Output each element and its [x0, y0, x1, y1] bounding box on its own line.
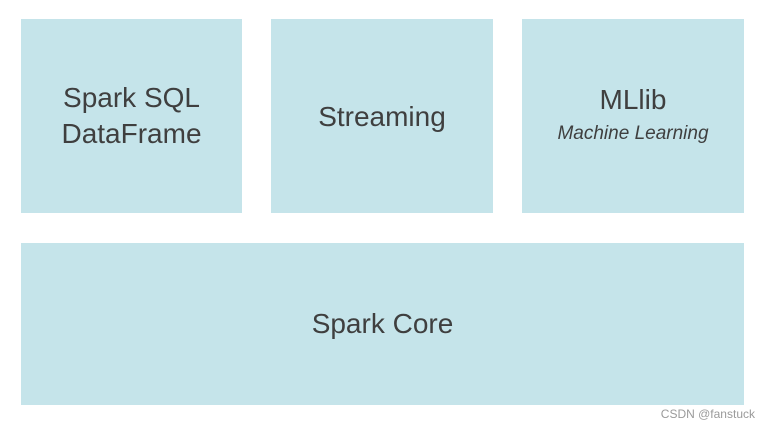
streaming-label: Streaming: [318, 101, 446, 132]
spark-core-label: Spark Core: [311, 308, 454, 339]
spark-sql-box: Spark SQL DataFrame: [21, 19, 242, 213]
mllib-label: MLlib: [599, 84, 667, 115]
mllib-box: MLlib Machine Learning: [522, 19, 744, 213]
dataframe-label: DataFrame: [61, 118, 202, 149]
streaming-box: Streaming: [271, 19, 493, 213]
watermark: CSDN @fanstuck: [660, 407, 755, 421]
spark-sql-label: Spark SQL: [63, 82, 200, 113]
machine-learning-label: Machine Learning: [557, 123, 709, 144]
spark-core-box: Spark Core: [21, 243, 744, 405]
